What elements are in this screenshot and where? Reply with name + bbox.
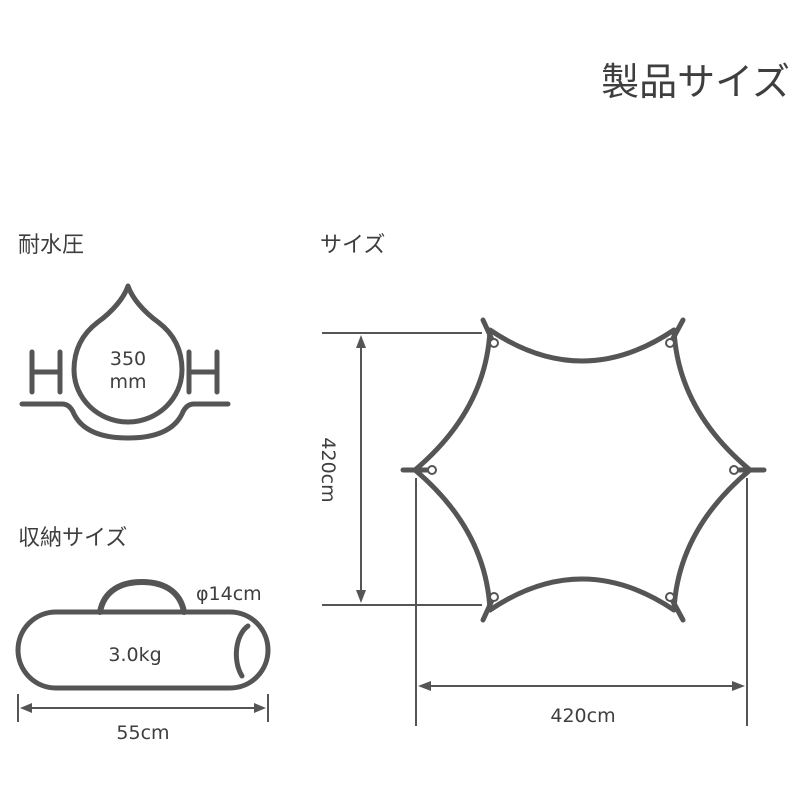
hexagon-tarp-icon <box>400 317 767 623</box>
water-ground-line <box>19 401 231 441</box>
water-pressure-unit: mm <box>109 371 146 393</box>
droplet-icon <box>71 283 185 425</box>
bag-body <box>15 609 271 691</box>
storage-length-dimension <box>17 694 269 722</box>
arrow-left-icon <box>20 703 32 713</box>
width-dimension <box>415 478 748 726</box>
storage-length: 55cm <box>116 722 169 744</box>
grommet-icon <box>665 338 675 348</box>
grommet-icon <box>729 465 739 475</box>
size-label: サイズ <box>320 233 385 258</box>
grommet-icon <box>665 592 675 602</box>
water-pressure-label: 耐水圧 <box>18 233 84 258</box>
grommet-icon <box>489 592 499 602</box>
tarp-grommets <box>427 338 739 602</box>
storage-size-label: 収納サイズ <box>18 526 127 551</box>
water-pressure-value: 350 <box>110 348 146 370</box>
h-letter-left-icon <box>29 349 63 395</box>
h-letter-right-icon <box>186 349 220 395</box>
storage-weight: 3.0kg <box>108 644 161 666</box>
arrow-up-icon <box>356 335 366 348</box>
page-title: 製品サイズ <box>601 60 790 104</box>
arrow-left-icon <box>418 681 431 691</box>
bag-handle <box>97 578 187 615</box>
arrow-down-icon <box>356 590 366 603</box>
grommet-icon <box>427 465 437 475</box>
storage-bag-icon <box>15 578 271 691</box>
water-pressure-icon <box>19 283 231 441</box>
storage-diameter: φ14cm <box>196 583 262 605</box>
tarp-height: 420cm <box>317 437 339 502</box>
grommet-icon <box>489 338 499 348</box>
bag-end <box>233 623 251 679</box>
arrow-right-icon <box>254 703 266 713</box>
tarp-width: 420cm <box>550 705 615 727</box>
arrow-right-icon <box>732 681 745 691</box>
height-dimension <box>322 332 482 606</box>
